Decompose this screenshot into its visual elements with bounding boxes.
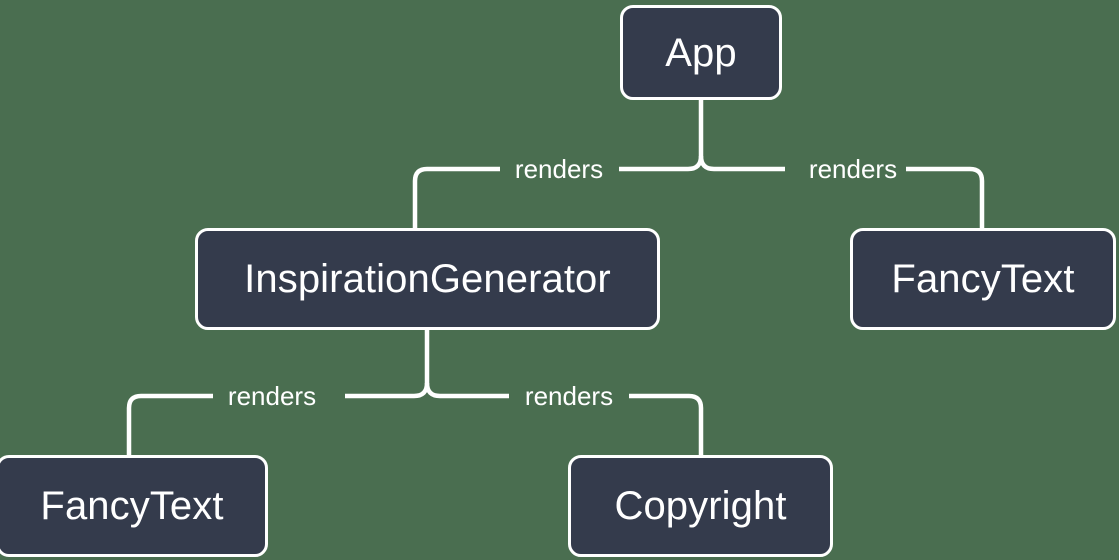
edge-app-junction-right bbox=[698, 155, 785, 172]
node-fancytext-right-label: FancyText bbox=[891, 257, 1075, 301]
edge-inspiration-junction-left bbox=[345, 382, 430, 399]
node-copyright-label: Copyright bbox=[614, 484, 787, 528]
edge-label-app-to-fancytext-right: renders bbox=[808, 154, 898, 184]
edge-app-to-inspiration bbox=[412, 166, 500, 228]
edge-app-to-fancytext-right bbox=[906, 166, 985, 228]
edge-inspiration-to-copyright bbox=[629, 393, 704, 455]
edge-inspiration-to-fancytext-left bbox=[126, 393, 213, 455]
node-fancytext-right[interactable]: FancyText bbox=[850, 228, 1116, 330]
edge-label-app-to-inspiration-generator: renders bbox=[514, 154, 604, 184]
node-fancytext-left-label: FancyText bbox=[40, 484, 224, 528]
edge-inspiration-junction-right bbox=[424, 382, 509, 399]
node-fancytext-left[interactable]: FancyText bbox=[0, 455, 268, 557]
edge-label-inspiration-generator-to-fancytext-left: renders bbox=[227, 381, 317, 411]
edge-label-inspiration-generator-to-copyright: renders bbox=[524, 381, 614, 411]
edge-app-junction-left bbox=[619, 155, 704, 172]
node-inspiration-generator-label: InspirationGenerator bbox=[244, 257, 611, 301]
node-inspiration-generator[interactable]: InspirationGenerator bbox=[195, 228, 660, 330]
node-app-label: App bbox=[665, 30, 737, 75]
node-app[interactable]: App bbox=[620, 5, 782, 100]
node-copyright[interactable]: Copyright bbox=[568, 455, 833, 557]
